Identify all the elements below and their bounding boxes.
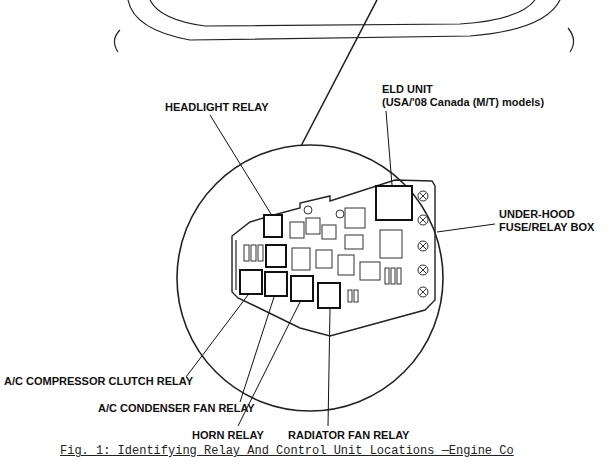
eld-unit: [376, 186, 412, 220]
part-label: ELD UNIT: [382, 83, 433, 96]
bumper-outline: [128, 0, 560, 40]
bumper-corner: [568, 28, 574, 52]
part-label: RADIATOR FAN RELAY: [288, 429, 409, 442]
bumper-inner-line: [150, 0, 535, 26]
leader-line: [386, 111, 392, 185]
ac-condenser-fan-relay: [265, 272, 287, 296]
leader-line: [210, 115, 271, 214]
part-label: A/C CONDENSER FAN RELAY: [98, 402, 255, 415]
headlight-relay: [264, 215, 282, 237]
figure-caption: Fig. 1: Identifying Relay And Control Un…: [60, 444, 514, 458]
box-edge: [235, 240, 236, 290]
part-label: HEADLIGHT RELAY: [165, 101, 269, 114]
leader-line: [437, 224, 495, 232]
leader-line: [240, 297, 274, 402]
radiator-fan-relay: [318, 283, 340, 308]
leader-line: [328, 309, 330, 426]
horn-relay: [291, 276, 313, 301]
part-label: A/C COMPRESSOR CLUTCH RELAY: [4, 375, 193, 388]
relay: [266, 245, 286, 267]
detail-circle: [177, 145, 443, 411]
leader-line: [186, 295, 248, 377]
bumper-corner: [114, 30, 120, 52]
part-label: UNDER-HOOD FUSE/RELAY BOX: [499, 208, 603, 234]
fuse-relay-box: [232, 180, 435, 336]
part-label: HORN RELAY: [192, 429, 264, 442]
pointer-line: [301, 0, 377, 146]
ac-compressor-clutch-relay: [240, 270, 262, 294]
model-note: (USA/'08 Canada (M/T) models): [382, 96, 544, 109]
